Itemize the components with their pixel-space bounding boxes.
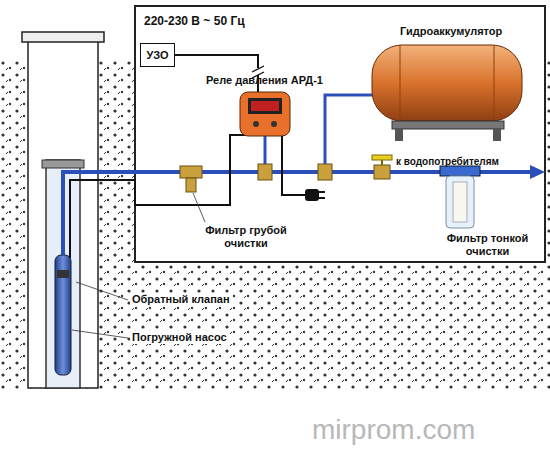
flow-label: к водопотребителям	[396, 156, 499, 168]
part-name: Фильтр грубой очистки	[196, 224, 296, 250]
watermark: mirprom.com	[312, 413, 475, 447]
part-name: Обратный клапан	[130, 293, 232, 306]
device-box: УЗО	[140, 43, 175, 67]
part-name: Фильтр тонкой очистки	[440, 232, 535, 258]
part-name: Реле давления АРД-1	[206, 74, 323, 87]
box-label: УЗО	[142, 49, 172, 61]
power-label: 220-230 В ~ 50 Гц	[144, 14, 245, 28]
part-name: Погружной насос	[130, 331, 229, 344]
part-name: Гидроаккумулятор	[400, 25, 502, 38]
